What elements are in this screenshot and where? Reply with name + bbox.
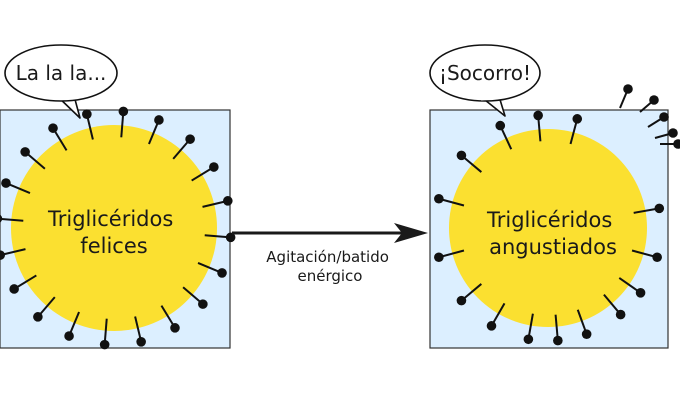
left-pin bbox=[202, 196, 233, 208]
left-pin bbox=[0, 248, 26, 260]
left-pin bbox=[20, 147, 46, 170]
left-pin bbox=[118, 106, 129, 138]
right-droplet-label: Triglicéridos angustiados bbox=[486, 208, 619, 259]
right-label-line-2: angustiados bbox=[489, 235, 617, 259]
right-pin bbox=[495, 120, 513, 150]
right-emulsifier-pins bbox=[434, 84, 680, 346]
arrow-label-line-1: Agitación/batido bbox=[266, 248, 389, 266]
right-pin bbox=[434, 193, 465, 207]
left-pin bbox=[191, 162, 219, 182]
escaped-pin bbox=[619, 84, 633, 109]
right-pin bbox=[633, 203, 665, 214]
escaped-pin bbox=[654, 128, 678, 139]
left-pin bbox=[148, 115, 164, 145]
escaped-pin bbox=[647, 112, 669, 128]
right-pin bbox=[576, 309, 592, 339]
left-pin bbox=[1, 178, 31, 194]
right-pin bbox=[456, 150, 482, 173]
left-bubble-text: La la la... bbox=[16, 61, 107, 85]
right-pin bbox=[456, 283, 482, 306]
left-pin bbox=[134, 316, 146, 347]
arrow-label-line-2: enérgico bbox=[298, 267, 363, 285]
arrow-label: Agitación/batido enérgico bbox=[266, 248, 393, 285]
left-droplet bbox=[11, 125, 217, 331]
left-pin bbox=[160, 305, 180, 333]
left-emulsifier-pins bbox=[0, 106, 236, 350]
right-pin bbox=[486, 302, 506, 331]
left-pin bbox=[9, 274, 37, 294]
left-pin bbox=[197, 262, 227, 278]
right-pin bbox=[569, 114, 583, 145]
agitation-arrow: Agitación/batido enérgico bbox=[232, 223, 428, 285]
right-panel: Triglicéridos angustiados ¡Socorro! bbox=[429, 44, 680, 349]
left-pin bbox=[33, 296, 56, 322]
left-panel: Triglicéridos felices La la la... bbox=[0, 44, 236, 350]
arrow-head bbox=[394, 223, 428, 243]
left-speech-bubble: La la la... bbox=[4, 44, 118, 119]
right-droplet bbox=[449, 129, 647, 327]
left-label-line-1: Triglicéridos bbox=[47, 207, 173, 231]
left-pin bbox=[99, 318, 110, 350]
left-pin bbox=[0, 214, 24, 223]
escaped-pin bbox=[639, 95, 659, 113]
left-label-line-2: felices bbox=[80, 234, 147, 258]
right-bubble-text: ¡Socorro! bbox=[439, 61, 531, 85]
right-pin bbox=[618, 277, 646, 298]
right-label-line-1: Triglicéridos bbox=[486, 208, 612, 232]
left-pin bbox=[82, 109, 94, 140]
left-pin bbox=[48, 123, 68, 151]
right-pin bbox=[434, 249, 465, 263]
right-pin bbox=[603, 294, 626, 320]
right-pin bbox=[631, 249, 662, 263]
right-pin bbox=[533, 110, 543, 142]
left-droplet-label: Triglicéridos felices bbox=[47, 207, 180, 258]
right-speech-bubble: ¡Socorro! bbox=[429, 44, 541, 117]
left-pin bbox=[172, 134, 195, 160]
right-pin bbox=[523, 313, 534, 345]
right-pin bbox=[553, 314, 563, 346]
escaped-pin bbox=[660, 139, 680, 149]
left-pin bbox=[182, 286, 208, 309]
left-pin bbox=[204, 232, 236, 243]
left-pin bbox=[64, 311, 80, 341]
